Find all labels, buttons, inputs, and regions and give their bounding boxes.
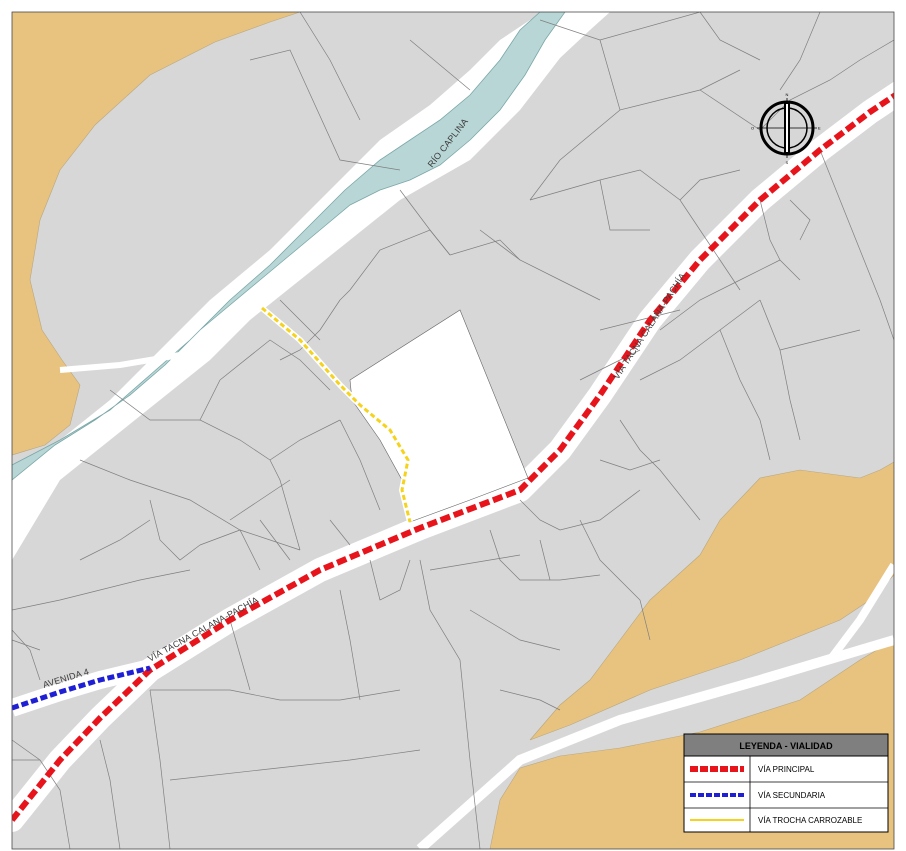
compass-west: O: [751, 126, 754, 131]
river-valley: [12, 12, 610, 560]
road-trocha-carrozable-dash[interactable]: [261, 306, 412, 523]
hill-northwest: [12, 12, 301, 456]
legend-item-principal: VÍA PRINCIPAL: [690, 765, 815, 774]
legend-item-secundaria: VÍA SECUNDARIA: [690, 791, 826, 800]
legend-item-trocha: VÍA TROCHA CARROZABLE: [690, 816, 862, 825]
north-arrow-icon: N S E O: [751, 92, 821, 165]
parcel-boundaries: [12, 12, 894, 849]
legend-label-principal: VÍA PRINCIPAL: [758, 765, 815, 774]
compass-south: S: [786, 160, 789, 165]
road-ne-band: [826, 562, 894, 663]
road-river-side: [59, 287, 272, 373]
map-frame: [11, 11, 895, 850]
legend-header: [683, 733, 889, 757]
legend-box: LEYENDA - VIALIDAD VÍA PRINCIPAL VÍA SEC…: [683, 733, 889, 833]
compass-north: N: [786, 92, 789, 97]
compass-east: E: [818, 126, 821, 131]
road-secundaria[interactable]: [12, 665, 151, 711]
river-caplina: [12, 12, 566, 481]
legend-title: LEYENDA - VIALIDAD: [739, 741, 833, 751]
road-principal[interactable]: [12, 88, 906, 822]
road-south-band: [416, 635, 894, 849]
legend-label-secundaria: VÍA SECUNDARIA: [758, 791, 826, 800]
legend-label-trocha: VÍA TROCHA CARROZABLE: [758, 816, 862, 825]
hill-east: [529, 461, 894, 741]
